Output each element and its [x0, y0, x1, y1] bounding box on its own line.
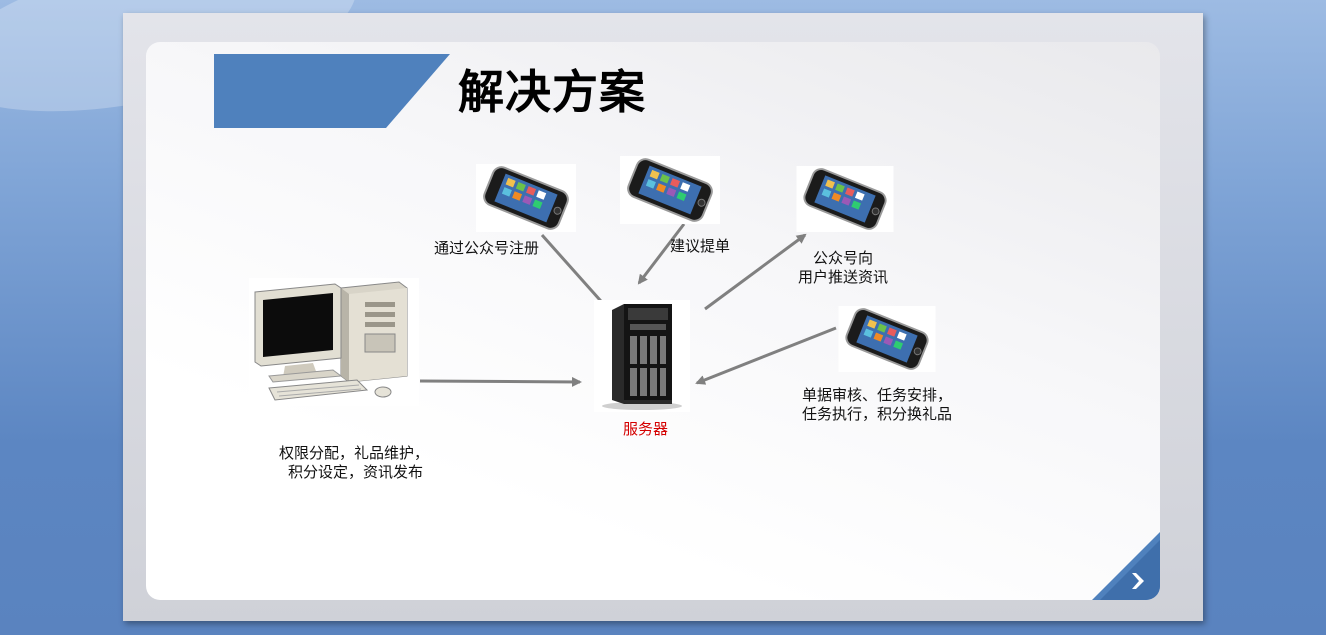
review-label-line2: 任务执行，积分换礼品	[802, 405, 953, 423]
smartphone-icon	[838, 306, 936, 372]
smartphone-icon	[620, 156, 720, 224]
smartphone-icon	[796, 166, 894, 232]
arrow-server-to-push	[704, 233, 807, 311]
review-label-line1: 单据审核、任务安排，	[802, 386, 953, 404]
desktop-computer-icon	[249, 278, 419, 406]
slide-frame: 解决方案	[123, 13, 1203, 621]
slide-title: 解决方案	[458, 65, 646, 119]
arrow-pc-to-server	[419, 376, 582, 387]
push-label-line1: 公众号向	[813, 249, 874, 267]
admin-pc-label-line1: 权限分配，礼品维护，	[279, 444, 430, 462]
push-label-line2: 用户推送资讯	[798, 268, 889, 286]
server-tower-icon	[594, 300, 690, 412]
next-slide-button[interactable]	[1092, 532, 1160, 600]
title-accent-bar	[214, 54, 450, 128]
register-label: 通过公众号注册	[434, 239, 540, 257]
smartphone-icon	[476, 164, 576, 232]
admin-pc-label-line2: 积分设定，资讯发布	[288, 463, 424, 481]
chevron-right-icon	[1132, 573, 1144, 589]
slide-canvas: 解决方案	[146, 42, 1160, 600]
server-label: 服务器	[623, 420, 669, 438]
arrow-suggest-to-server	[637, 223, 686, 285]
arrow-review-to-server	[695, 326, 837, 385]
suggest-label: 建议提单	[670, 237, 731, 255]
